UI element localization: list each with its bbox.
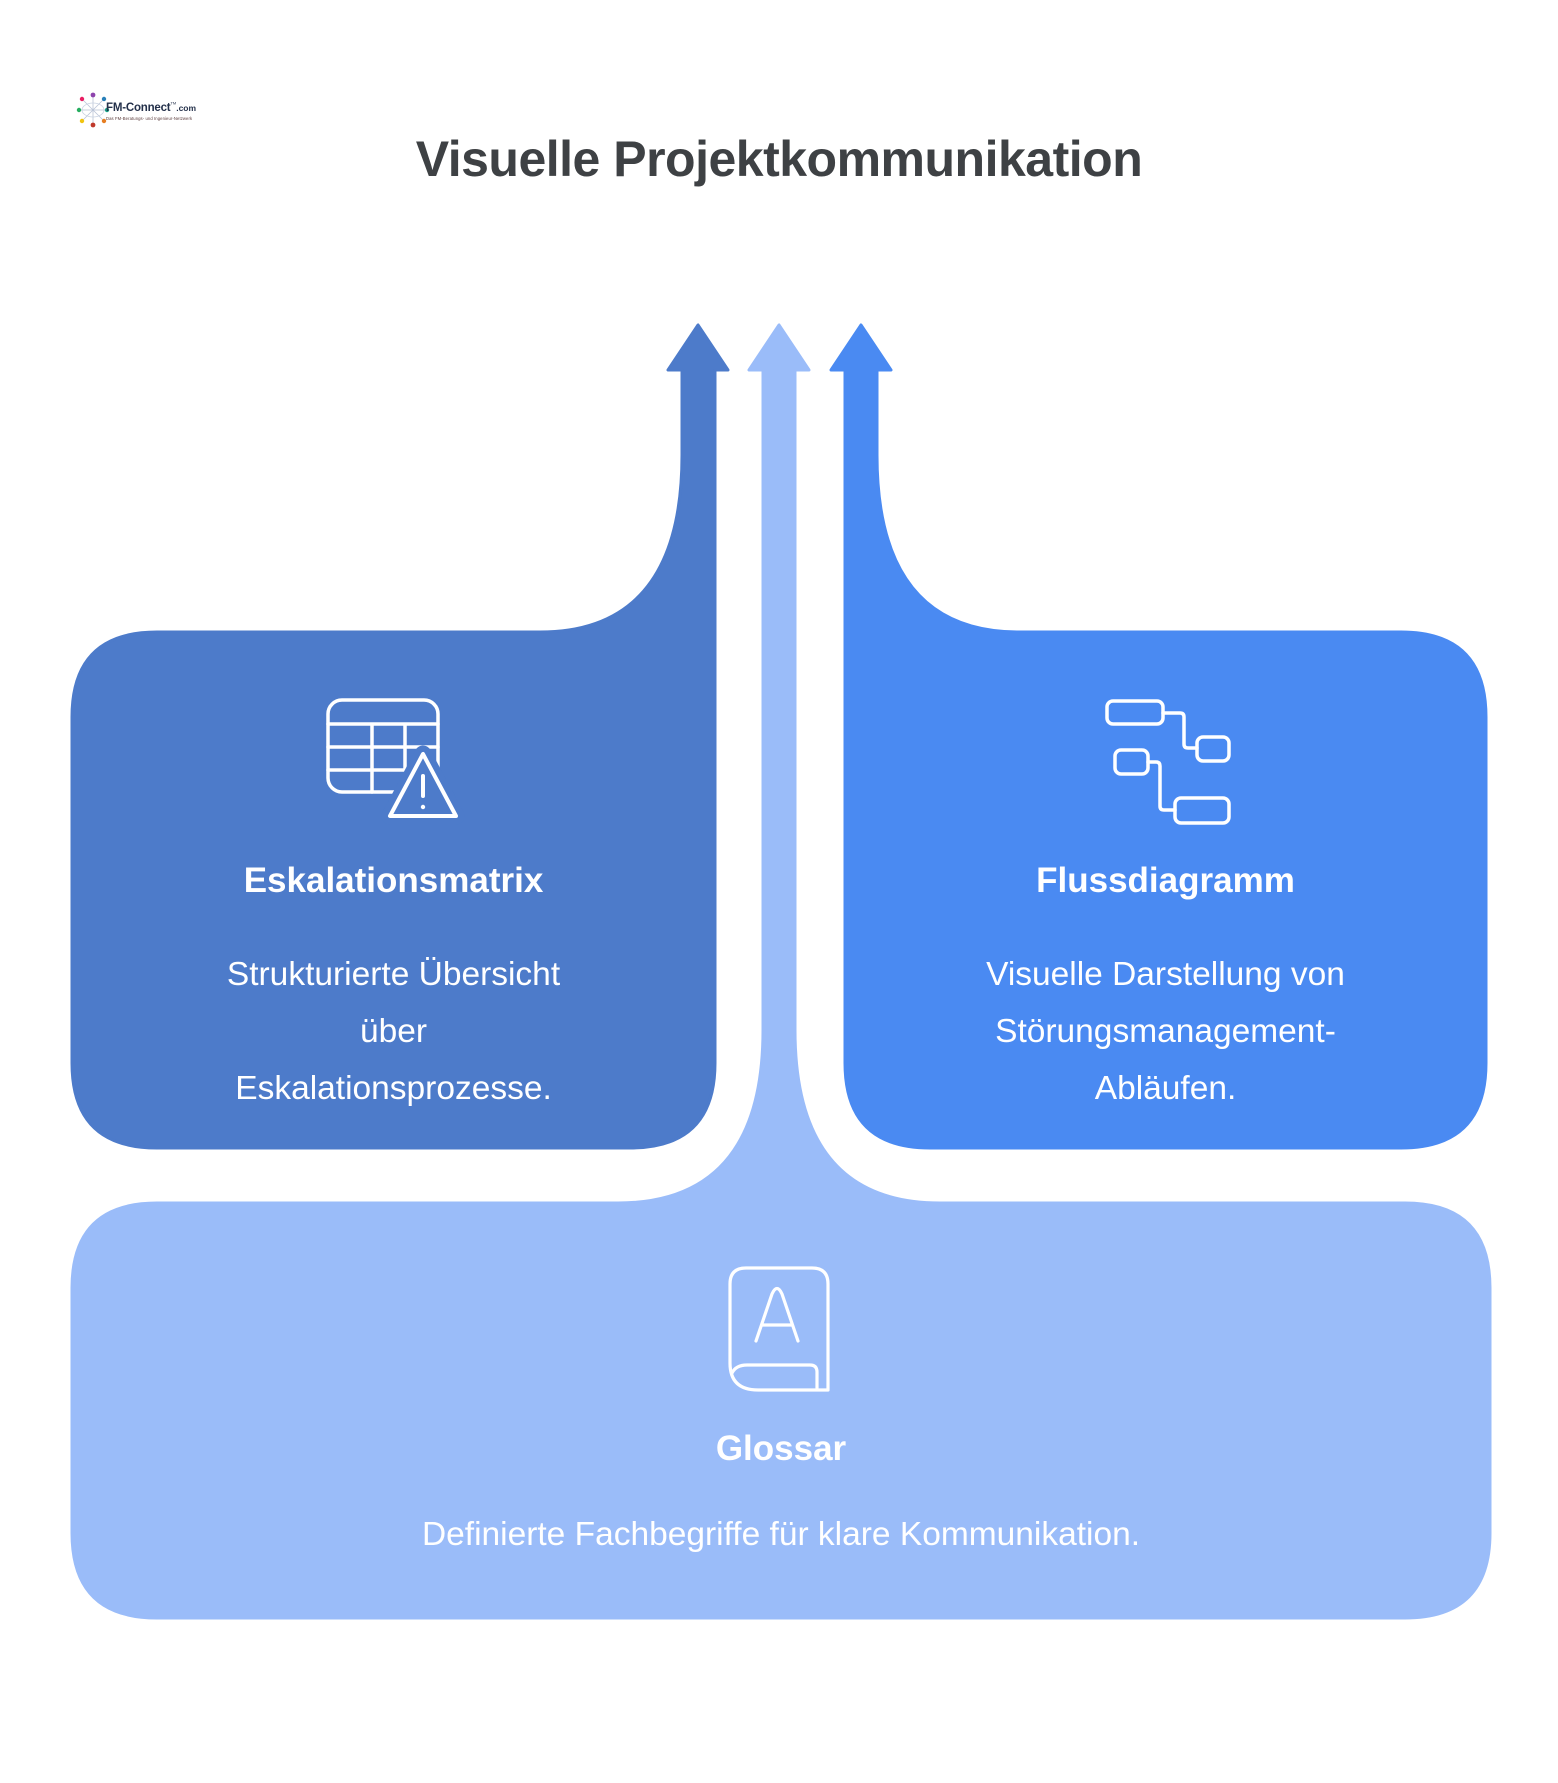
card-description-glossar: Definierte Fachbegriffe für klare Kommun…	[421, 1516, 1141, 1553]
card-title-glossar: Glossar	[715, 1429, 847, 1468]
table-warning-icon	[326, 698, 440, 794]
branch-right-arrow-shape	[829, 323, 1488, 1150]
branch-left-arrow-shape	[70, 323, 730, 1150]
page-title: Visuelle Projektkommunikation	[415, 131, 1143, 187]
card-title-eskalationsmatrix: Eskalationsmatrix	[243, 861, 544, 900]
glossary-book-icon	[728, 1266, 830, 1392]
flowchart-icon	[1105, 699, 1231, 825]
logo-tm-mark: TM	[170, 100, 177, 106]
branch-middle-arrow-shape	[70, 323, 1492, 1620]
card-glossar: Glossar Definierte Fachbegriffe für klar…	[72, 1428, 1490, 1563]
card-eskalationsmatrix: Eskalationsmatrix Strukturierte Übersich…	[72, 860, 715, 1117]
card-description-flussdiagramm: Visuelle Darstellung von Störungsmanagem…	[986, 956, 1345, 1107]
logo-tld: .com	[176, 103, 197, 114]
card-title-flussdiagramm: Flussdiagramm	[1036, 861, 1295, 900]
logo-starburst-icon	[76, 92, 110, 128]
logo-tagline: Das FM-Beratungs- und Ingenieur-Netzwerk	[106, 115, 193, 121]
warning-triangle-icon	[388, 752, 458, 818]
fm-connect-logo: FM-ConnectTM.com Das FM-Beratungs- und I…	[72, 90, 196, 130]
card-description-eskalationsmatrix: Strukturierte Übersicht über Eskalations…	[226, 956, 561, 1107]
card-flussdiagramm: Flussdiagramm Visuelle Darstellung von S…	[845, 860, 1486, 1117]
logo-text: FM-ConnectTM.com Das FM-Beratungs- und I…	[106, 99, 196, 121]
logo-name: FM-Connect	[106, 102, 171, 115]
